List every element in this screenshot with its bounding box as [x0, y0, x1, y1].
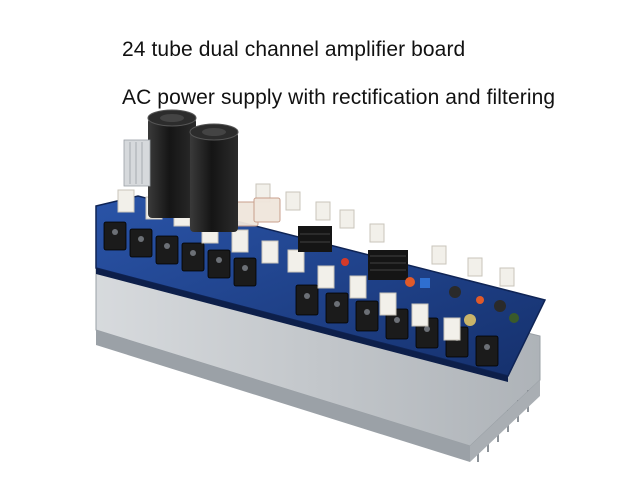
rectifier-heatsink [123, 139, 151, 187]
filter-capacitors [147, 109, 239, 232]
caption-title: 24 tube dual channel amplifier board [122, 38, 466, 61]
caption-subtitle: AC power supply with rectification and f… [122, 86, 556, 109]
driver-heatsinks [298, 226, 408, 280]
small-components [341, 258, 519, 326]
relay [231, 197, 281, 227]
